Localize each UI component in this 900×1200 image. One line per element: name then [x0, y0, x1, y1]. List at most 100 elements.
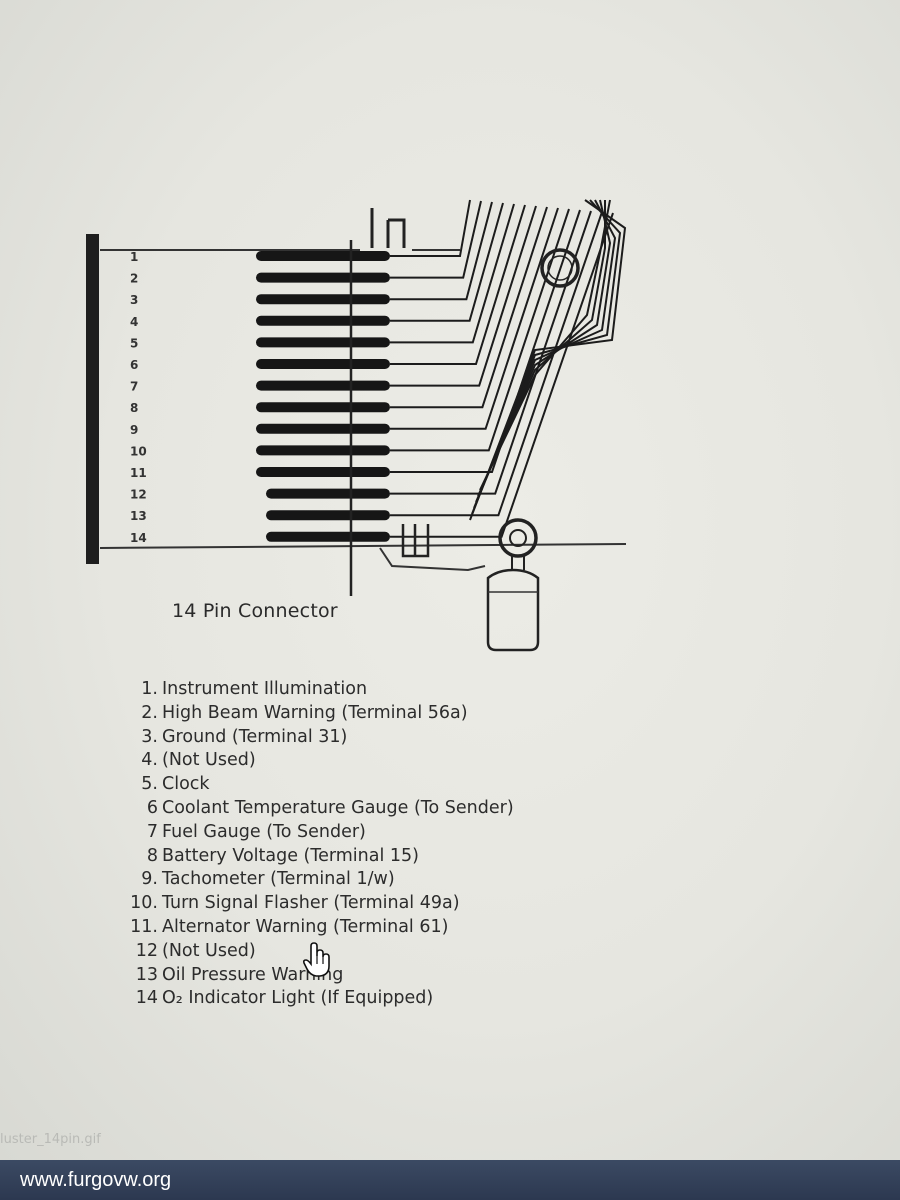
circuit-trace	[390, 205, 537, 387]
legend-item-number: 9.	[141, 869, 158, 890]
legend-item-text: Instrument Illumination	[162, 679, 368, 699]
circuit-traces	[390, 199, 627, 538]
pin-number-label: 14	[130, 531, 147, 545]
circuit-trace-outer	[473, 199, 617, 509]
pin-pad	[256, 337, 390, 348]
ring-terminal	[498, 518, 538, 558]
legend-item-number: 12	[135, 940, 158, 961]
legend-item-number: 4.	[141, 750, 158, 771]
bottom-tab-lead	[379, 547, 486, 572]
circuit-trace	[390, 202, 504, 322]
circuit-trace	[390, 204, 526, 365]
sender-housing	[486, 568, 540, 652]
legend-item-text: (Not Used)	[162, 750, 256, 771]
legend-item-number: 6	[146, 797, 158, 818]
circuit-trace-outer	[477, 200, 606, 497]
pin-number-label: 7	[130, 380, 138, 394]
pin-number-label: 11	[130, 466, 147, 480]
pin-legend-list: 1.Instrument Illumination 2.High Beam Wa…	[128, 678, 514, 1011]
circuit-trace-outer	[471, 199, 622, 515]
legend-item-text: Battery Voltage (Terminal 15)	[162, 845, 419, 866]
circuit-trace	[390, 207, 559, 430]
legend-item-number: 8	[146, 845, 158, 866]
circuit-trace	[390, 212, 614, 538]
pin-pad	[266, 488, 390, 499]
circuit-trace	[390, 200, 482, 279]
bottom-tab	[401, 524, 430, 558]
connector-caption: 14 Pin Connector	[172, 600, 338, 622]
pin-pad	[256, 380, 390, 391]
ring-terminal-stem	[511, 556, 525, 570]
circuit-trace	[390, 208, 570, 452]
legend-item-text: (Not Used)	[162, 940, 256, 961]
legend-item-number: 11.	[130, 916, 158, 937]
pin-pad	[256, 272, 390, 283]
legend-item-number: 10.	[130, 893, 158, 914]
pin-pad	[266, 510, 390, 521]
legend-item: 9.Tachometer (Terminal 1/w)	[128, 868, 514, 892]
legend-item-text: Tachometer (Terminal 1/w)	[162, 869, 395, 890]
circuit-trace	[390, 211, 603, 517]
legend-item: 4.(Not Used)	[128, 749, 514, 773]
circuit-trace	[390, 206, 548, 409]
hand-cursor-icon	[302, 942, 330, 977]
legend-item-text: Oil Pressure Warning	[162, 964, 344, 985]
legend-item-number: 3.	[141, 726, 158, 747]
site-watermark: www.furgovw.org	[20, 1169, 172, 1191]
legend-item: 11.Alternator Warning (Terminal 61)	[128, 916, 514, 940]
pin-pad	[256, 294, 390, 305]
circuit-trace-outer	[469, 199, 627, 521]
pin-number-label: 4	[130, 315, 138, 329]
circuit-trace	[390, 201, 493, 301]
legend-item: 12(Not Used)	[128, 940, 514, 964]
pin-pad	[256, 467, 390, 477]
pin-number-label: 9	[130, 423, 138, 437]
pin-number-label: 8	[130, 401, 138, 415]
legend-item-number: 5.	[141, 774, 158, 795]
image-filename: luster_14pin.gif	[0, 1132, 101, 1147]
pin-pad	[256, 445, 390, 456]
circuit-trace-outer	[475, 199, 612, 503]
pin-pads	[256, 251, 390, 542]
legend-item-text: Clock	[162, 774, 210, 795]
pin-pad	[256, 402, 390, 413]
legend-item-number: 13	[135, 964, 158, 985]
pin-number-label: 3	[130, 293, 138, 307]
legend-item-text: O₂ Indicator Light (If Equipped)	[162, 988, 434, 1009]
legend-item-text: High Beam Warning (Terminal 56a)	[162, 702, 468, 723]
pin-number-label: 10	[130, 444, 147, 458]
pin-pad	[256, 423, 390, 434]
legend-item-number: 7	[146, 821, 158, 842]
legend-item: 2.High Beam Warning (Terminal 56a)	[128, 702, 514, 726]
pin-number-label: 12	[130, 488, 147, 502]
legend-item: 5.Clock	[128, 773, 514, 797]
legend-item-text: Fuel Gauge (To Sender)	[162, 821, 366, 842]
pin-pad	[256, 315, 390, 326]
legend-item-text: Alternator Warning (Terminal 61)	[162, 916, 449, 937]
legend-item-number: 14	[135, 988, 158, 1009]
legend-item-number: 1.	[141, 679, 158, 699]
legend-item-text: Ground (Terminal 31)	[162, 726, 348, 747]
ring-terminal-inner	[509, 529, 527, 547]
pin-pad	[256, 359, 390, 369]
legend-item: 10.Turn Signal Flasher (Terminal 49a)	[128, 892, 514, 916]
legend-item-text: Coolant Temperature Gauge (To Sender)	[162, 797, 514, 818]
mounting-hole-top-inner	[547, 255, 573, 281]
circuit-trace	[390, 199, 471, 257]
pin-number-label: 1	[130, 250, 138, 264]
legend-item-number: 2.	[141, 702, 158, 723]
circuit-trace	[390, 210, 592, 495]
bottom-strip	[0, 1160, 900, 1200]
pin-pad	[266, 531, 390, 542]
mounting-hole-top	[540, 248, 580, 288]
circuit-trace-outer	[479, 199, 611, 491]
outline-bottom	[99, 543, 627, 549]
